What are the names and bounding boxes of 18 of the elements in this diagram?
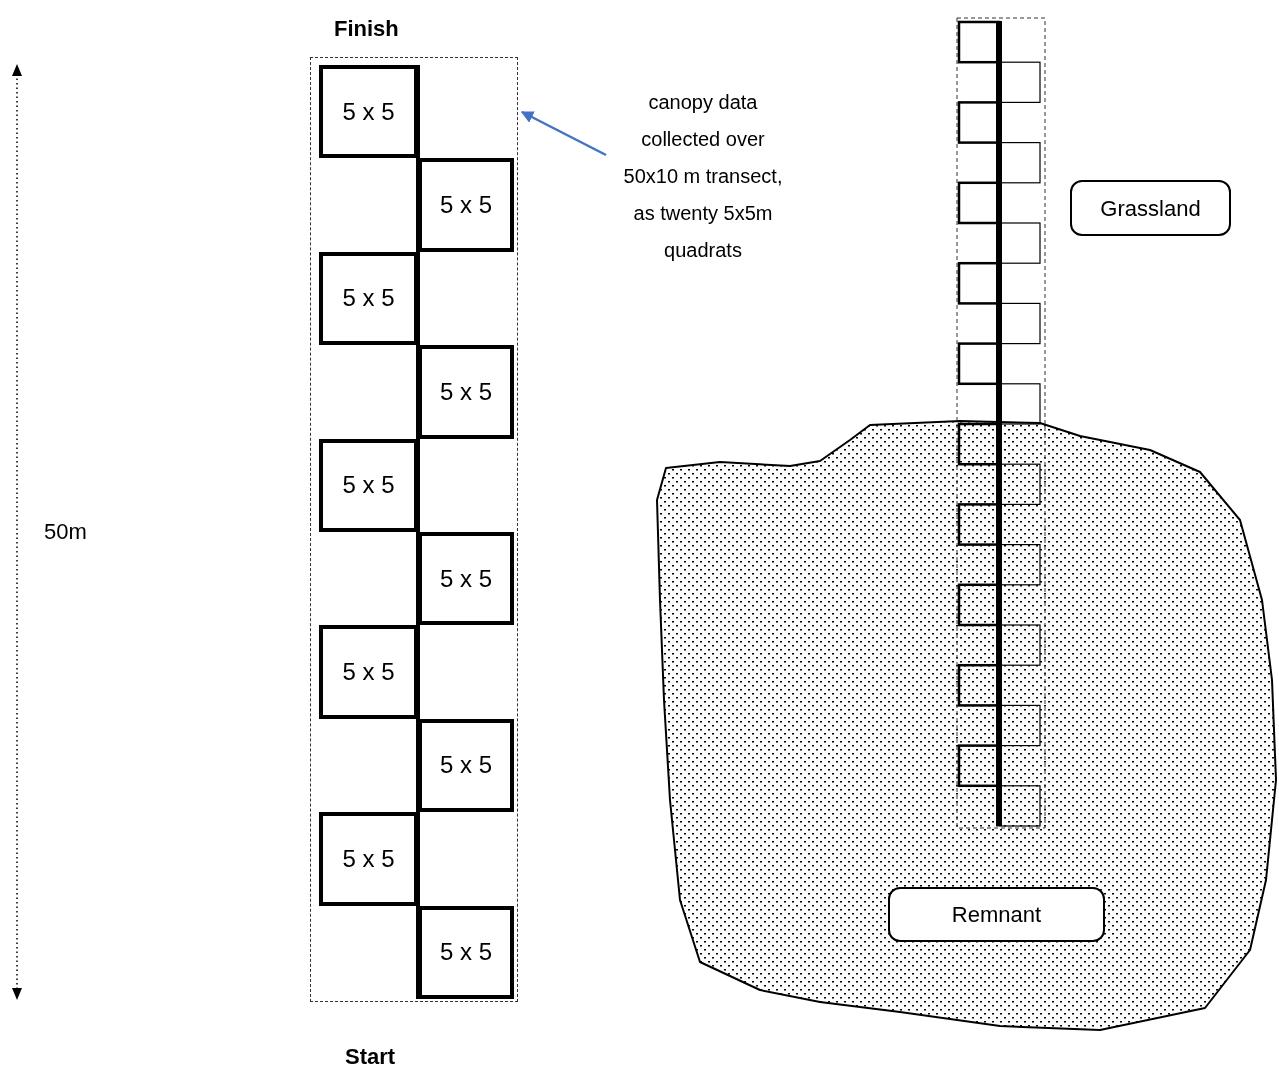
label-box: Remnant: [888, 887, 1105, 942]
quadrat: 5 x 5: [418, 158, 514, 252]
label-box: Grassland: [1070, 180, 1231, 236]
quadrat: 5 x 5: [319, 812, 418, 906]
quadrat: 5 x 5: [418, 718, 514, 813]
quadrat: 5 x 5: [319, 438, 418, 532]
quadrat: 5 x 5: [319, 251, 418, 346]
arrow: [520, 110, 607, 157]
transect-outline: [310, 57, 518, 1002]
callout-text: canopy data collected over 50x10 m transect, as twenty 5x5m quadrats: [606, 64, 800, 289]
quadrat: 5 x 5: [319, 625, 418, 719]
quadrat: 5 x 5: [319, 65, 418, 159]
end-label: Finish: [334, 15, 399, 43]
dimension-label: 50m: [44, 518, 87, 546]
quadrat: 5 x 5: [418, 345, 514, 439]
quadrat: 5 x 5: [418, 905, 514, 999]
quadrat: 5 x 5: [418, 532, 514, 626]
end-label: Start: [345, 1043, 396, 1065]
